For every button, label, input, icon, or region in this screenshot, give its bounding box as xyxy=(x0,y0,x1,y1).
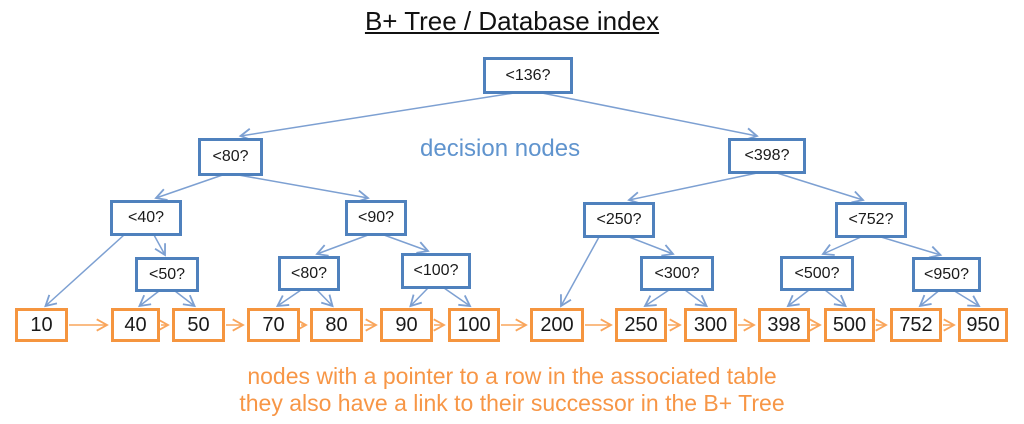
decision-node-label: <398? xyxy=(744,147,790,164)
leaf-node-label: 950 xyxy=(966,313,1000,336)
edge xyxy=(541,92,759,141)
leaf-node-300: 300 xyxy=(684,308,737,342)
decision-node-label: <40? xyxy=(127,209,165,226)
edge xyxy=(684,289,709,308)
decision-node-label: <100? xyxy=(413,262,459,279)
decision-node-40: <40? xyxy=(110,200,182,236)
edge xyxy=(954,290,981,307)
decision-node-label: <950? xyxy=(924,265,969,283)
decision-node-label: <300? xyxy=(654,264,700,282)
edge xyxy=(153,234,166,257)
leaf-node-398: 398 xyxy=(758,308,810,342)
decision-nodes-annotation: decision nodes xyxy=(420,135,581,162)
decision-node-250: <250? xyxy=(583,202,655,238)
leaf-node-250: 250 xyxy=(615,308,667,342)
decision-node-136: <136? xyxy=(483,57,573,94)
edge xyxy=(315,234,369,257)
leaf-node-label: 90 xyxy=(395,313,418,336)
decision-node-80: <80? xyxy=(198,138,263,176)
edge xyxy=(627,172,758,205)
decision-node-500: <500? xyxy=(780,256,854,291)
edge xyxy=(275,289,302,308)
edge xyxy=(880,236,943,259)
edge xyxy=(409,287,429,308)
edge xyxy=(643,289,670,308)
decision-node-label: <500? xyxy=(794,264,840,282)
edge xyxy=(443,287,472,308)
decision-node-398: <398? xyxy=(728,138,806,174)
decision-node-300: <300? xyxy=(640,256,714,291)
edge xyxy=(316,289,334,308)
page-title: B+ Tree / Database index xyxy=(364,6,660,36)
decision-node-50: <50? xyxy=(135,257,199,292)
decision-node-752: <752? xyxy=(835,202,907,238)
leaf-node-label: 200 xyxy=(540,313,574,336)
leaf-node-label: 50 xyxy=(187,313,210,336)
edge xyxy=(821,236,862,256)
decision-node-label: <136? xyxy=(505,66,551,84)
leaf-node-90: 90 xyxy=(380,308,433,342)
leaf-node-70: 70 xyxy=(247,308,300,342)
edge xyxy=(138,290,160,308)
edge xyxy=(238,92,515,141)
leaf-node-label: 500 xyxy=(832,313,867,336)
decision-node-label: <752? xyxy=(848,211,894,228)
leaf-caption-line1: nodes with a pointer to a row in the ass… xyxy=(247,363,777,389)
leaf-node-label: 398 xyxy=(767,313,801,336)
leaf-node-752: 752 xyxy=(890,308,942,342)
leaf-node-500: 500 xyxy=(824,308,875,342)
edge xyxy=(918,290,939,308)
decision-node-950: <950? xyxy=(912,257,981,292)
leaf-node-10: 10 xyxy=(15,308,68,342)
edge xyxy=(238,174,370,203)
edge xyxy=(824,289,847,308)
edge xyxy=(628,236,675,257)
decision-node-label: <90? xyxy=(357,209,395,226)
edge xyxy=(560,236,600,308)
edge xyxy=(154,174,223,201)
leaf-node-50: 50 xyxy=(172,308,225,342)
decision-node-80: <80? xyxy=(278,256,340,291)
leaf-node-label: 70 xyxy=(262,313,285,336)
edge xyxy=(786,289,810,308)
leaf-node-label: 300 xyxy=(693,313,728,336)
edge xyxy=(776,172,865,204)
leaf-node-label: 80 xyxy=(325,313,348,336)
decision-node-label: <50? xyxy=(148,265,186,283)
leaf-node-label: 752 xyxy=(899,313,933,336)
decision-node-label: <80? xyxy=(212,148,249,165)
leaf-node-label: 250 xyxy=(624,313,658,336)
leaf-node-200: 200 xyxy=(530,308,584,342)
leaf-node-40: 40 xyxy=(111,308,160,342)
leaf-node-100: 100 xyxy=(448,308,500,342)
leaf-node-950: 950 xyxy=(958,308,1008,342)
edge xyxy=(44,234,125,308)
leaf-node-label: 100 xyxy=(457,313,491,336)
edge xyxy=(174,290,196,308)
decision-node-label: <250? xyxy=(596,211,642,228)
leaf-node-label: 40 xyxy=(124,313,147,336)
leaf-caption-line2: they also have a link to their successor… xyxy=(239,390,785,416)
decision-node-label: <80? xyxy=(290,264,328,282)
decision-node-90: <90? xyxy=(345,200,407,236)
edge xyxy=(383,234,430,254)
decision-node-100: <100? xyxy=(401,253,471,289)
leaf-node-80: 80 xyxy=(310,308,363,342)
leaf-node-label: 10 xyxy=(30,313,53,336)
